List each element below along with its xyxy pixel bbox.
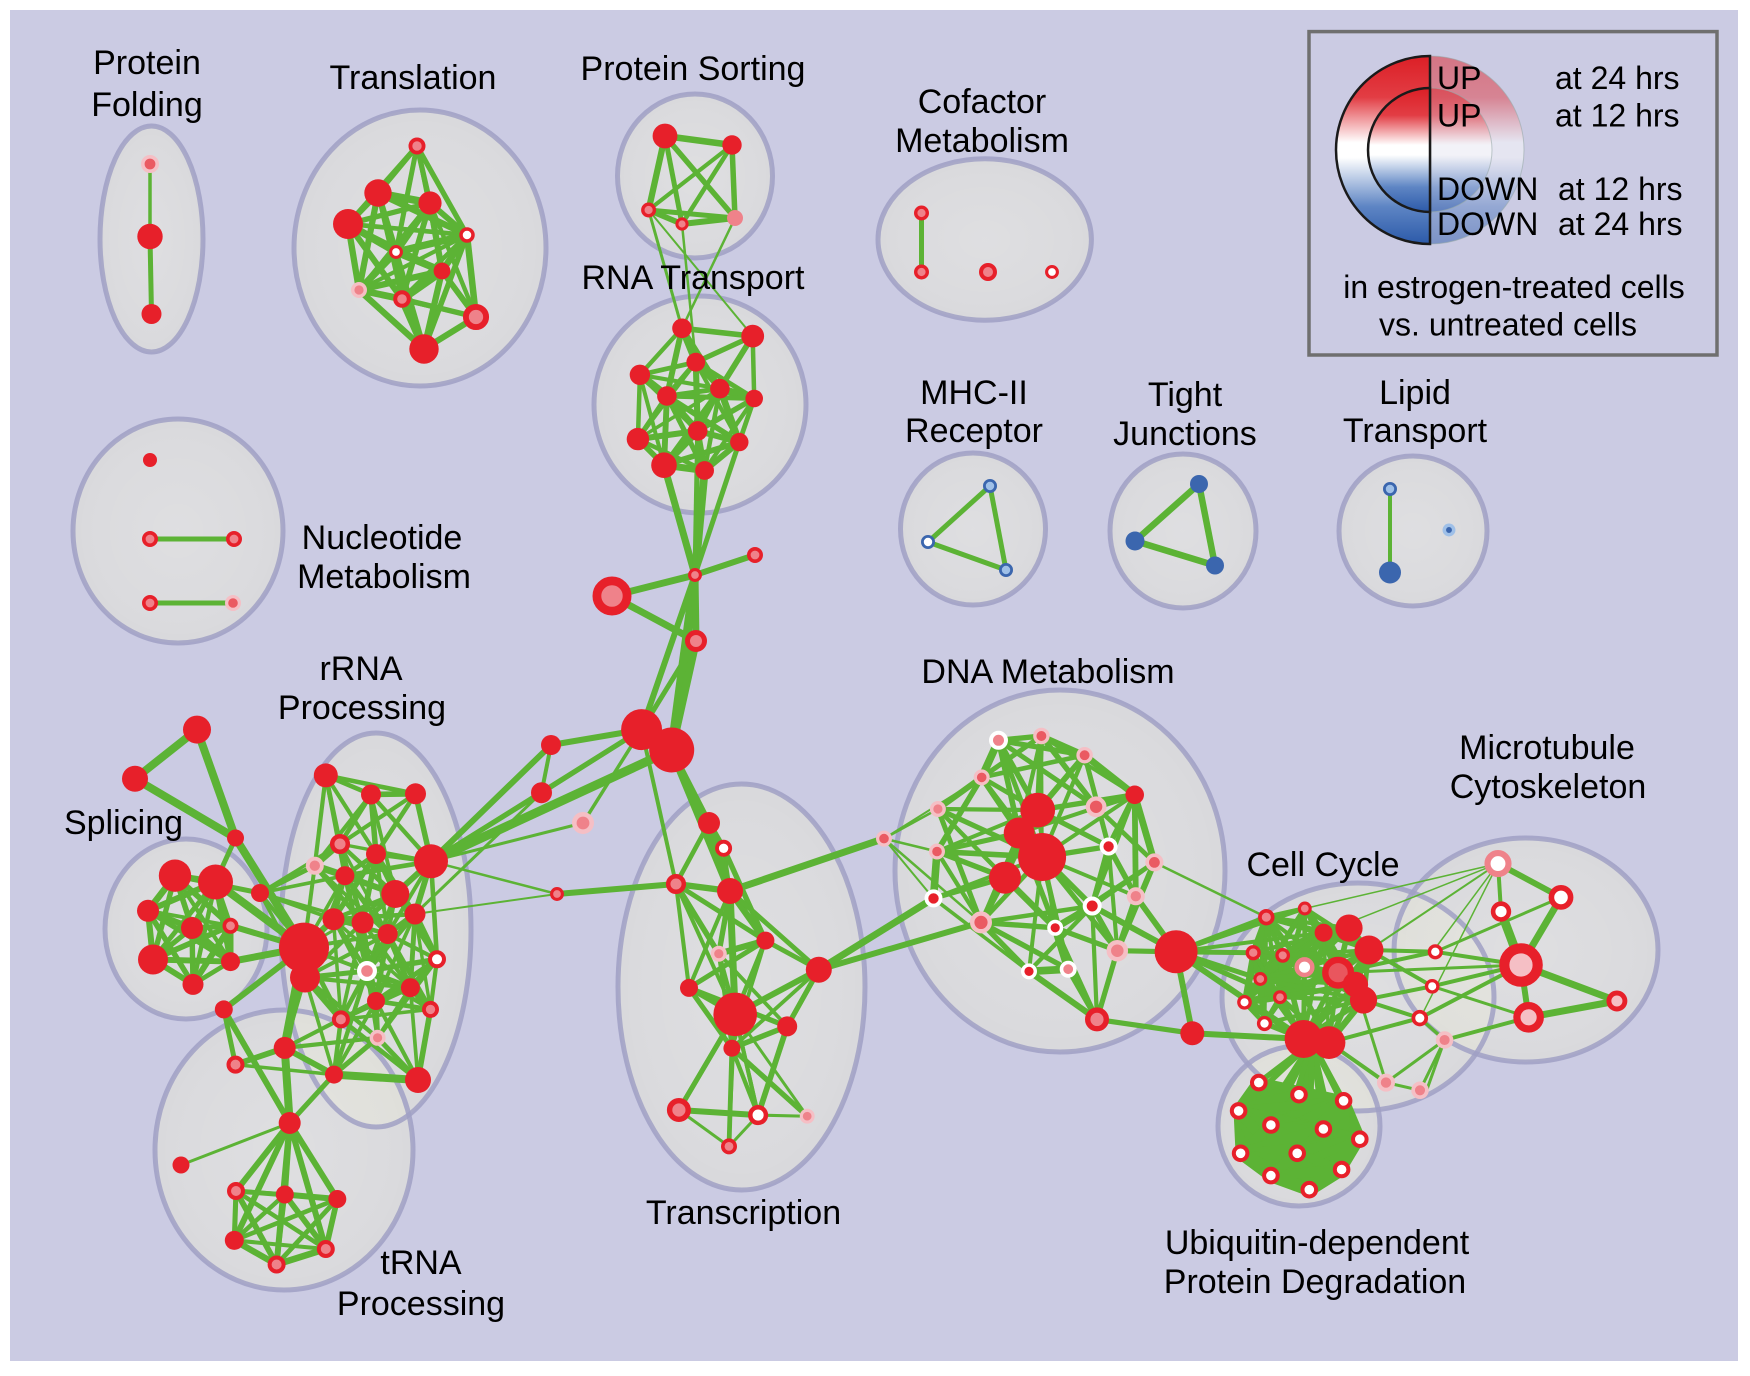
- svg-text:Cofactor: Cofactor: [918, 83, 1047, 121]
- svg-text:Splicing: Splicing: [64, 804, 183, 842]
- svg-text:in estrogen-treated cells: in estrogen-treated cells: [1343, 269, 1685, 305]
- svg-text:UP: UP: [1437, 60, 1481, 96]
- svg-text:DNA Metabolism: DNA Metabolism: [921, 653, 1174, 691]
- svg-text:Tight: Tight: [1148, 376, 1223, 414]
- svg-text:Nucleotide: Nucleotide: [302, 519, 463, 557]
- svg-text:at 24 hrs: at 24 hrs: [1558, 206, 1683, 242]
- svg-text:Protein Degradation: Protein Degradation: [1164, 1263, 1466, 1301]
- svg-text:MHC-II: MHC-II: [920, 374, 1028, 412]
- svg-text:Transport: Transport: [1343, 412, 1488, 450]
- svg-text:tRNA: tRNA: [380, 1244, 462, 1282]
- svg-text:Receptor: Receptor: [905, 412, 1043, 450]
- svg-text:Metabolism: Metabolism: [895, 122, 1069, 160]
- svg-text:rRNA: rRNA: [319, 650, 402, 688]
- svg-text:at 12 hrs: at 12 hrs: [1555, 98, 1680, 134]
- svg-text:Lipid: Lipid: [1379, 374, 1451, 412]
- svg-text:DOWN: DOWN: [1437, 206, 1538, 242]
- svg-text:Transcription: Transcription: [646, 1194, 841, 1232]
- svg-text:Processing: Processing: [337, 1285, 505, 1323]
- svg-text:at 12 hrs: at 12 hrs: [1558, 171, 1683, 207]
- svg-text:Microtubule: Microtubule: [1459, 729, 1635, 767]
- svg-text:at 24 hrs: at 24 hrs: [1555, 60, 1680, 96]
- svg-text:Cytoskeleton: Cytoskeleton: [1450, 768, 1647, 806]
- svg-text:Metabolism: Metabolism: [297, 558, 471, 596]
- svg-text:Folding: Folding: [91, 86, 203, 124]
- svg-text:UP: UP: [1437, 98, 1481, 134]
- svg-text:DOWN: DOWN: [1437, 171, 1538, 207]
- svg-text:Junctions: Junctions: [1113, 415, 1257, 453]
- svg-text:vs. untreated cells: vs. untreated cells: [1379, 307, 1637, 343]
- svg-text:Cell Cycle: Cell Cycle: [1246, 846, 1399, 884]
- svg-text:Protein: Protein: [93, 44, 201, 82]
- svg-text:RNA Transport: RNA Transport: [582, 259, 806, 297]
- svg-text:Protein Sorting: Protein Sorting: [581, 50, 806, 88]
- svg-text:Processing: Processing: [278, 689, 446, 727]
- svg-text:Ubiquitin-dependent: Ubiquitin-dependent: [1165, 1224, 1470, 1262]
- svg-text:Translation: Translation: [330, 59, 497, 97]
